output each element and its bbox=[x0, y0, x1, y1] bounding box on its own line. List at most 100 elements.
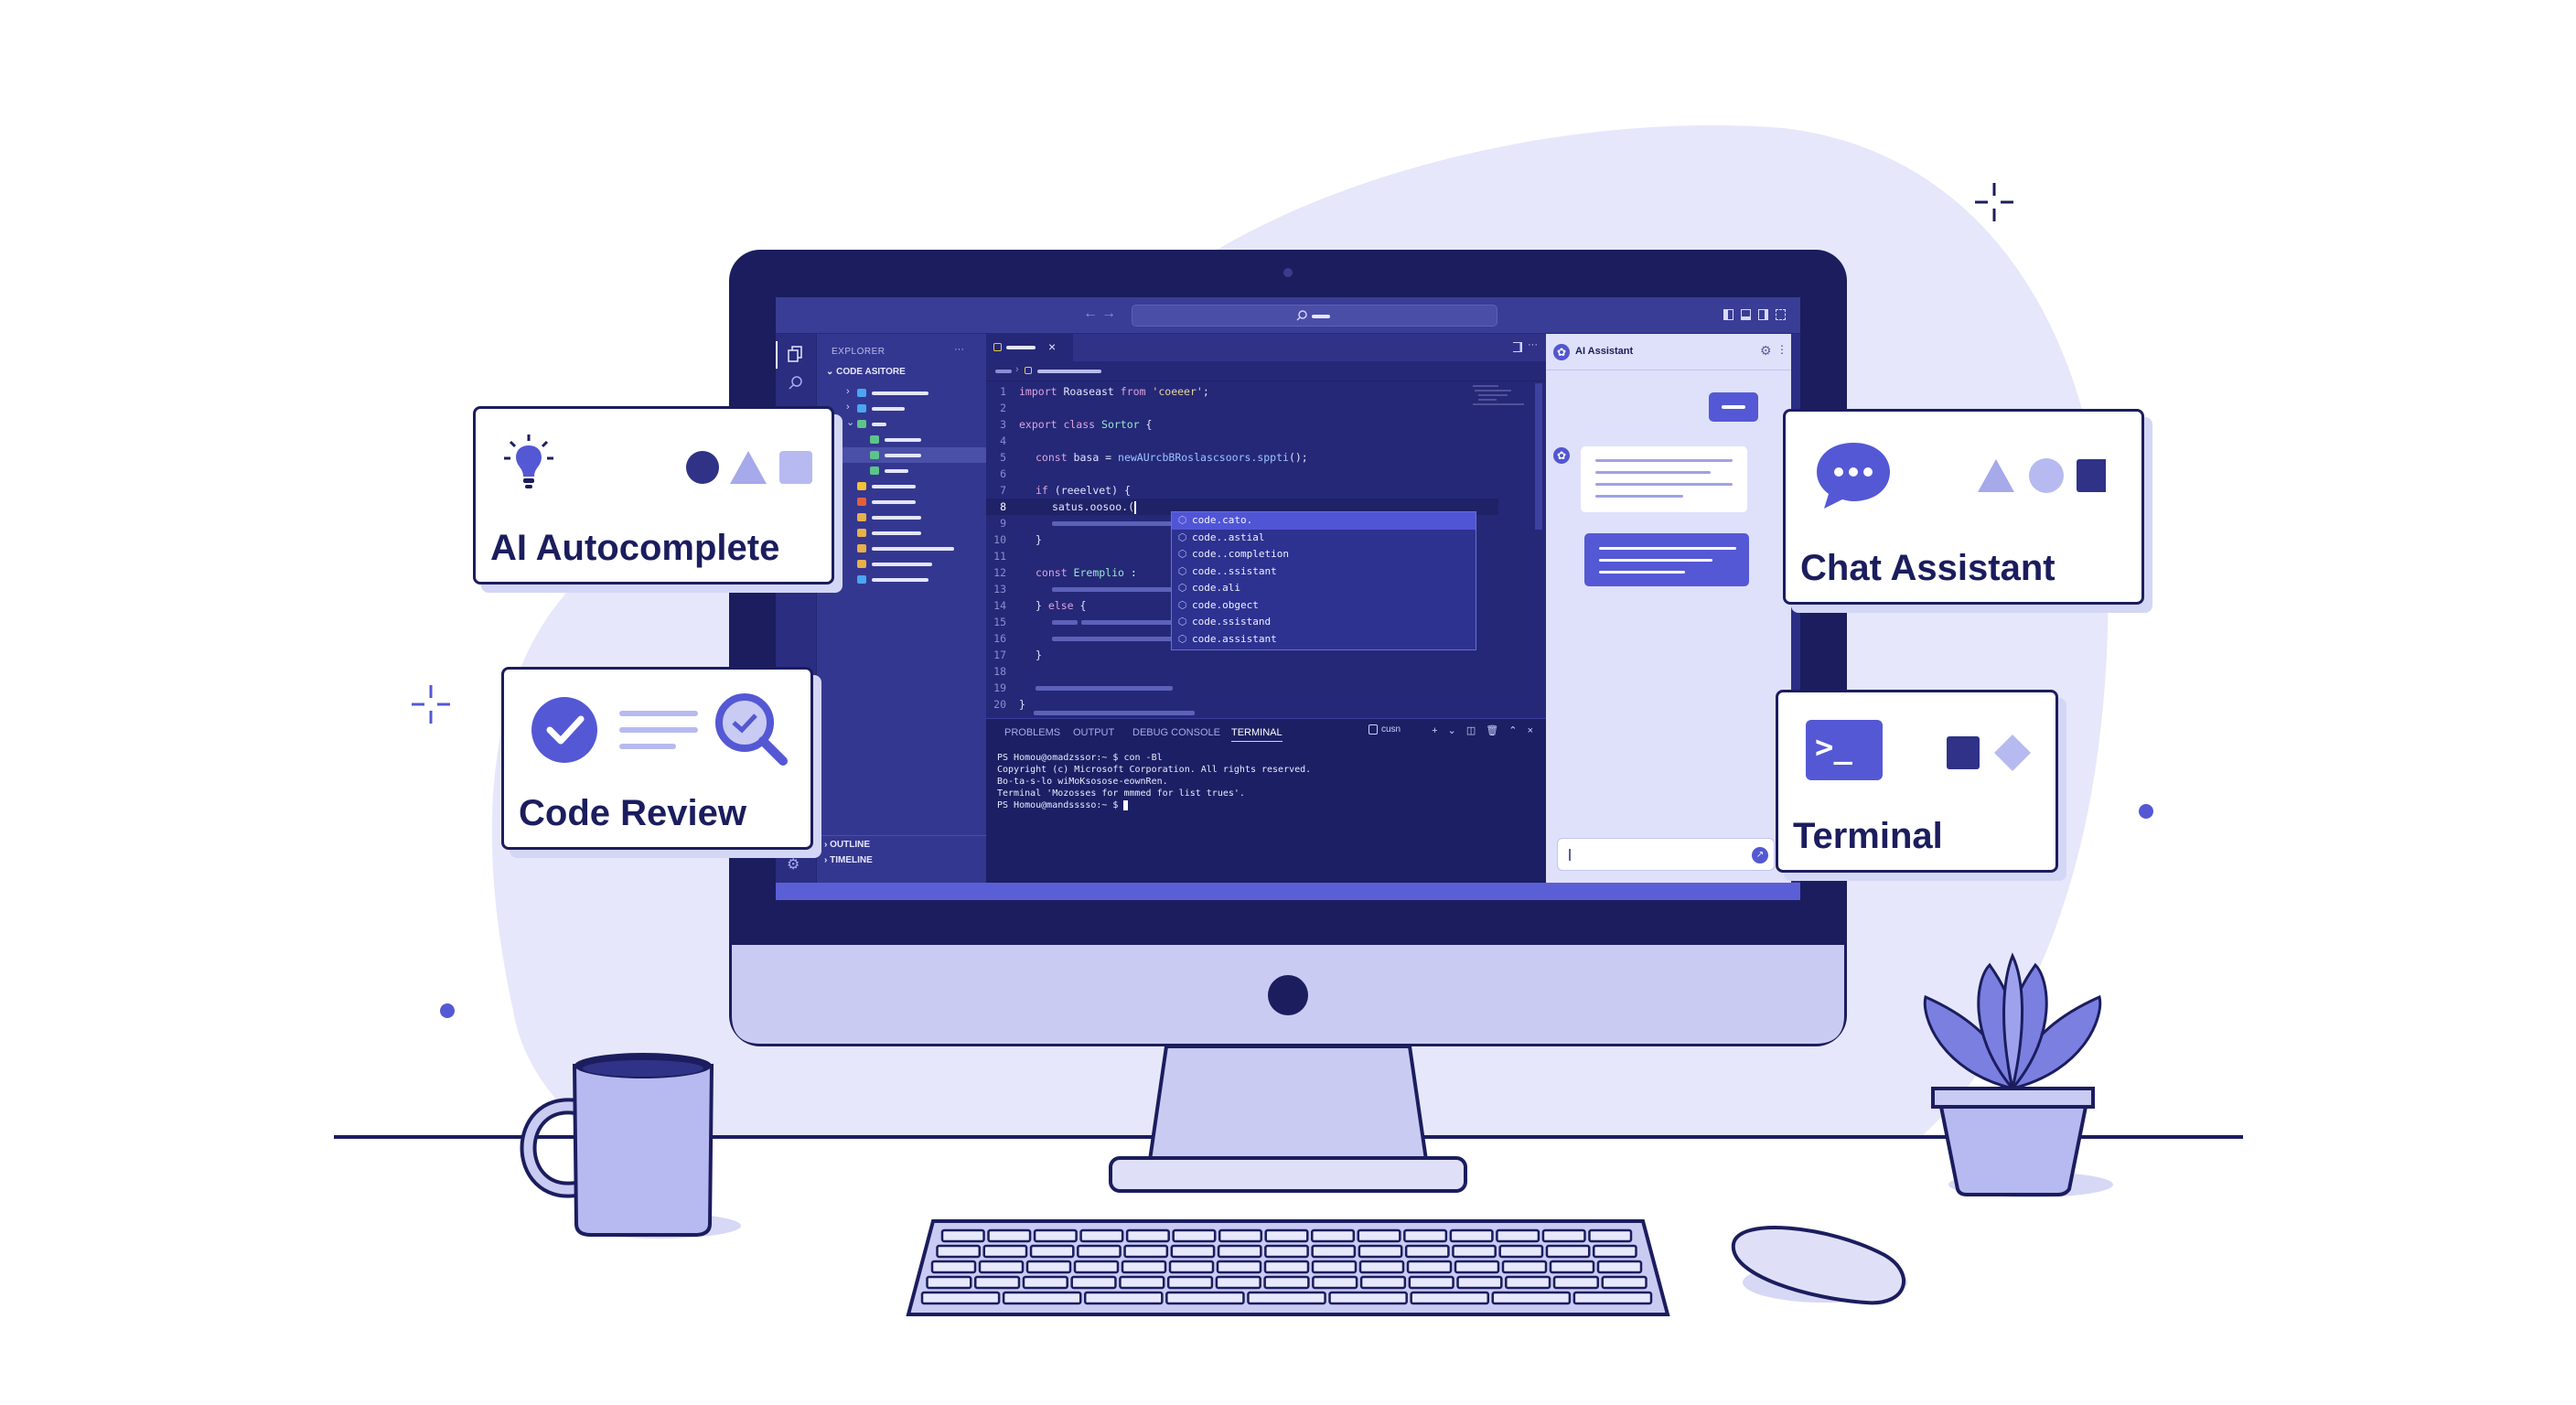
tree-item[interactable] bbox=[817, 509, 986, 525]
toggle-secondary-sidebar-icon[interactable] bbox=[1758, 309, 1768, 320]
code-placeholder bbox=[1052, 620, 1078, 625]
send-icon[interactable]: ↗ bbox=[1752, 847, 1768, 863]
autocomplete-item[interactable]: ⬡code.ssistand bbox=[1172, 614, 1476, 631]
keyboard-key bbox=[1263, 1260, 1310, 1274]
split-editor-icon[interactable] bbox=[1513, 342, 1522, 352]
tree-item[interactable] bbox=[817, 447, 986, 463]
horizontal-scrollbar[interactable] bbox=[1034, 711, 1195, 715]
autocomplete-label: code.obgect bbox=[1192, 598, 1259, 611]
potted-plant bbox=[1923, 952, 2113, 1197]
panel-actions[interactable]: + ⌄ ◫ 🗑 ⌃ × bbox=[1432, 725, 1537, 736]
code-token: import bbox=[1019, 385, 1057, 398]
code-text: if (reeelvet) { bbox=[1036, 482, 1131, 499]
sparkle-icon bbox=[1975, 183, 2013, 221]
code-token: (); bbox=[1288, 451, 1308, 464]
symbol-icon: ⬡ bbox=[1177, 632, 1187, 645]
file-name-placeholder bbox=[872, 391, 928, 395]
terminal-line: Bo-ta-s-lo wiMoKsosose-eownRen. bbox=[997, 776, 1311, 788]
keyboard-key bbox=[1311, 1244, 1357, 1259]
autocomplete-item[interactable]: ⬡code.assistant bbox=[1172, 631, 1476, 649]
tree-item[interactable] bbox=[817, 432, 986, 447]
keyboard-key bbox=[1022, 1275, 1068, 1290]
terminal-shell-name[interactable]: cusn bbox=[1381, 724, 1401, 735]
keyboard-key bbox=[1077, 1244, 1122, 1259]
explorer-header: EXPLORER bbox=[832, 347, 886, 357]
autocomplete-item[interactable]: ⬡code..completion bbox=[1172, 546, 1476, 563]
autocomplete-item[interactable]: ⬡ code.obgect bbox=[1172, 597, 1476, 615]
gear-icon[interactable]: ⚙ bbox=[1760, 343, 1772, 358]
tree-item[interactable] bbox=[817, 572, 986, 587]
gear-icon[interactable]: ⚙ bbox=[787, 857, 800, 873]
tree-item[interactable] bbox=[817, 494, 986, 509]
code-token: Eremplio bbox=[1073, 566, 1124, 579]
terminal-line: Terminal 'Mozosses for mmmed for list tr… bbox=[997, 788, 1311, 799]
arrow-right-icon[interactable]: → bbox=[1101, 306, 1116, 321]
assistant-avatar-icon: ✿ bbox=[1553, 447, 1570, 464]
line-number: 1 bbox=[1000, 385, 1006, 398]
terminal-panel: PROBLEMS OUTPUT DEBUG CONSOLE TERMINAL cusn… bbox=[986, 718, 1546, 883]
panel-tab-problems[interactable]: PROBLEMS bbox=[1004, 727, 1061, 738]
symbol-icon: ⬡ bbox=[1177, 598, 1187, 611]
customize-layout-icon[interactable] bbox=[1776, 309, 1786, 320]
autocomplete-item[interactable]: ⬡code..ssistant bbox=[1172, 563, 1476, 581]
timeline-section[interactable]: › TIMELINE bbox=[824, 855, 873, 865]
panel-tab-output[interactable]: OUTPUT bbox=[1073, 727, 1115, 738]
panel-tab-terminal[interactable]: TERMINAL bbox=[1231, 727, 1283, 742]
tree-item[interactable]: ⌄ bbox=[817, 416, 986, 432]
shapes-icon bbox=[1978, 458, 2106, 493]
autocomplete-item[interactable]: ⬡code.cato. bbox=[1172, 512, 1476, 530]
minimap[interactable] bbox=[1471, 383, 1526, 407]
tree-item[interactable]: › bbox=[817, 385, 986, 401]
code-token: Sortor bbox=[1101, 418, 1140, 431]
search-icon[interactable] bbox=[787, 374, 805, 392]
arrow-left-icon[interactable]: ← bbox=[1083, 306, 1098, 321]
line-number: 5 bbox=[1000, 451, 1006, 464]
panel-tab-debug-console[interactable]: DEBUG CONSOLE bbox=[1132, 727, 1220, 738]
file-type-icon bbox=[857, 404, 866, 413]
code-text: satus.oosoo.( bbox=[1052, 499, 1137, 515]
layout-controls bbox=[1723, 309, 1786, 320]
autocomplete-item[interactable]: ⬡code.ali bbox=[1172, 580, 1476, 597]
breadcrumb: › bbox=[986, 361, 1546, 381]
code-text: } bbox=[1036, 647, 1042, 663]
file-name-placeholder bbox=[885, 454, 921, 457]
keyboard-key bbox=[1498, 1244, 1544, 1259]
editor-scrollbar[interactable] bbox=[1535, 383, 1542, 530]
monitor-stand bbox=[1109, 1045, 1467, 1193]
files-icon[interactable] bbox=[787, 345, 805, 363]
editor-more-button[interactable]: ··· bbox=[1528, 339, 1538, 350]
autocomplete-popup[interactable]: ⬡code.cato.⬡code..astial⬡code..completio… bbox=[1171, 511, 1476, 650]
close-tab-icon[interactable]: × bbox=[1048, 339, 1057, 354]
editor-tab-active[interactable]: × bbox=[986, 334, 1073, 361]
terminal-cursor bbox=[1123, 799, 1129, 810]
toggle-sidebar-icon[interactable] bbox=[1723, 309, 1733, 320]
keyboard-key bbox=[1311, 1260, 1358, 1274]
explorer-more-button[interactable]: ··· bbox=[954, 344, 964, 355]
toggle-panel-icon[interactable] bbox=[1741, 309, 1751, 320]
file-icon bbox=[993, 343, 1002, 351]
tree-item[interactable] bbox=[817, 463, 986, 478]
file-name-placeholder bbox=[872, 516, 921, 520]
line-number: 11 bbox=[993, 550, 1006, 563]
symbol-icon: ⬡ bbox=[1177, 548, 1187, 560]
chat-input[interactable]: ↗ bbox=[1557, 838, 1775, 871]
keyboard-key bbox=[1454, 1260, 1500, 1274]
line-number: 18 bbox=[993, 665, 1006, 678]
file-type-icon bbox=[857, 482, 866, 490]
file-type-icon bbox=[857, 544, 866, 552]
tree-item[interactable] bbox=[817, 478, 986, 494]
file-name-placeholder bbox=[872, 485, 916, 488]
workspace-root[interactable]: ⌄ CODE ASITORE bbox=[826, 367, 906, 377]
tree-item[interactable] bbox=[817, 541, 986, 556]
autocomplete-item[interactable]: ⬡code..astial bbox=[1172, 530, 1476, 547]
outline-section[interactable]: › OUTLINE bbox=[824, 840, 870, 850]
command-center-search[interactable] bbox=[1132, 305, 1497, 327]
tree-item[interactable]: › bbox=[817, 401, 986, 416]
keyboard-key bbox=[1119, 1275, 1165, 1290]
tree-item[interactable] bbox=[817, 556, 986, 572]
kebab-icon[interactable]: ⋮ bbox=[1776, 343, 1787, 356]
file-type-icon bbox=[857, 420, 866, 428]
tree-item[interactable] bbox=[817, 525, 986, 541]
code-text: const Eremplio : bbox=[1036, 564, 1137, 581]
